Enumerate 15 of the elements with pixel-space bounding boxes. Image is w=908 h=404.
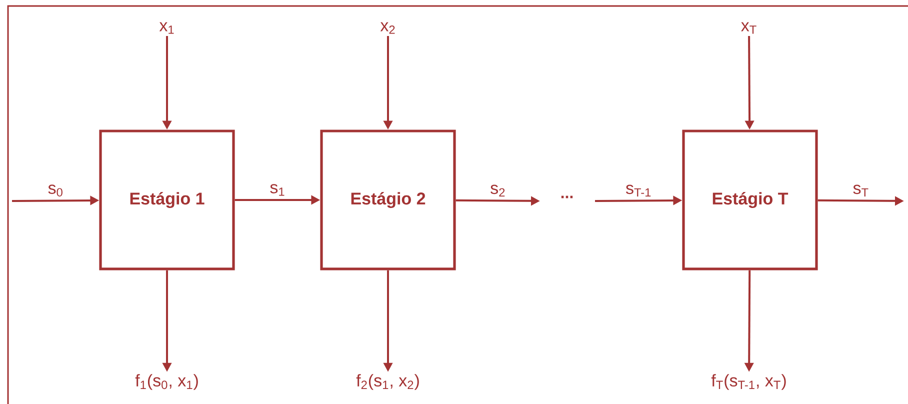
ellipsis: ... [561,196,573,198]
variable-label: f$_{2}$(s$_{1}$, x$_{2}$) [356,374,419,390]
variable-label: x$_{1}$ [159,22,174,34]
edge-label: s$_{1}$ [270,184,284,196]
variable-label: f$_{T}$(s$_{T-1}$, x$_{T}$) [711,374,786,390]
variable-label: f$_{1}$(s$_{0}$, x$_{1}$) [135,374,198,390]
stage-box: Estágio 2 [320,130,456,270]
variable-label: x$_{T}$ [741,22,756,34]
stage-box: Estágio 1 [99,130,235,270]
edge-label: s$_{T}$ [853,184,868,196]
edge-label: s$_{2}$ [490,184,505,196]
edge-label: s$_{T-1}$ [626,184,651,196]
variable-label: x$_{2}$ [380,22,395,34]
edge-label: s$_{0}$ [48,184,62,196]
stage-box: Estágio T [682,130,818,270]
